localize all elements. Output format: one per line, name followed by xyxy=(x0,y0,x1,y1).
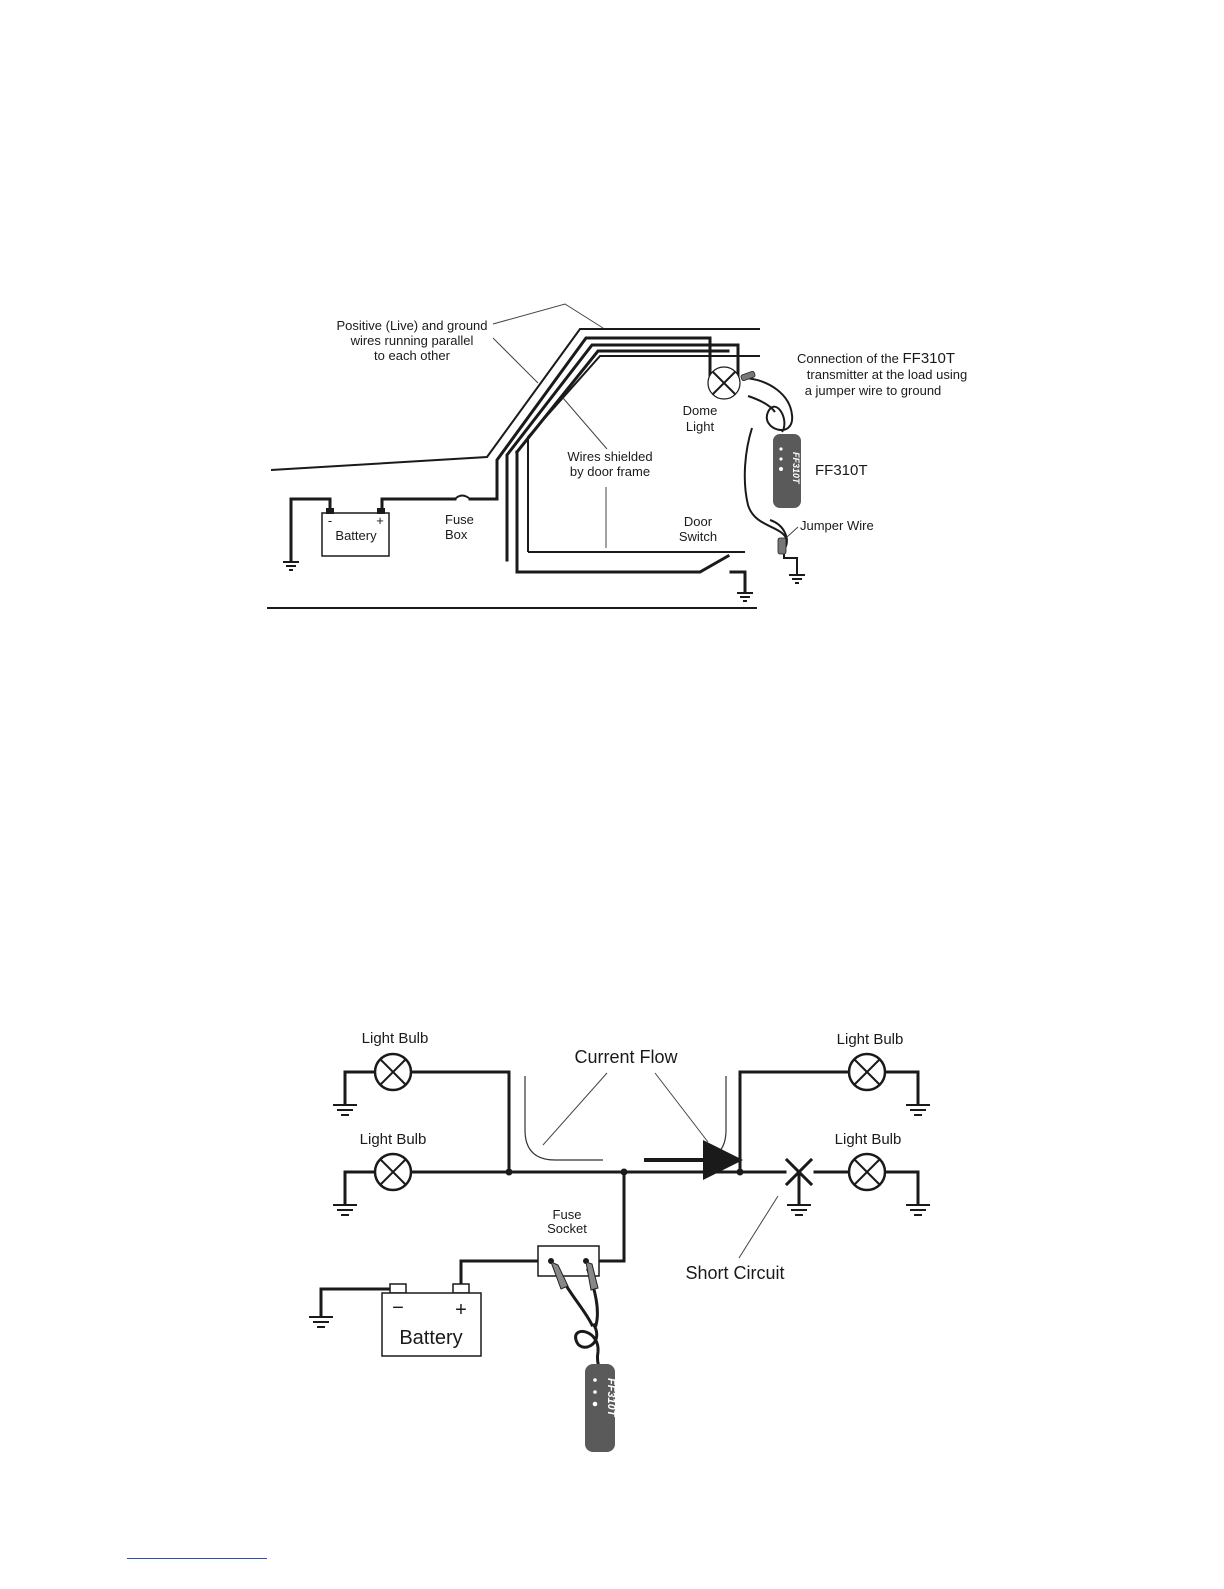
label-bulb-tr: Light Bulb xyxy=(837,1031,904,1048)
junction-dot-3 xyxy=(736,1168,744,1176)
leader-current-right xyxy=(654,1072,709,1143)
ground-symbol-jumper xyxy=(789,574,805,584)
light-bulb-mr-icon xyxy=(847,1152,887,1192)
label-door-line2: Switch xyxy=(679,529,717,544)
light-bulb-tr-icon xyxy=(847,1052,887,1092)
label-short-circuit: Short Circuit xyxy=(685,1263,784,1283)
alligator-clip-left xyxy=(550,1261,569,1290)
fuse-right-wire xyxy=(598,1170,626,1263)
battery-2-box xyxy=(381,1292,482,1357)
ff310t-device-2-icon: FF310T xyxy=(585,1364,617,1452)
device-label-small: FF310T xyxy=(791,452,801,485)
upper-right-branch xyxy=(738,1070,851,1174)
label-shielded-line2: by door frame xyxy=(570,464,650,479)
short-circuit-x-icon xyxy=(784,1157,814,1206)
battery-label: Battery xyxy=(335,528,377,543)
label-dome-line1: Dome xyxy=(683,403,718,418)
battery-2-terminal-plus xyxy=(452,1283,470,1294)
fuse-left-wire xyxy=(459,1259,540,1291)
label-parallel-line3: to each other xyxy=(374,348,451,363)
ground-symbol-ml xyxy=(333,1204,357,1216)
jumper-wire xyxy=(743,377,798,574)
battery-2-minus-label: − xyxy=(392,1297,404,1319)
short-circuit-diagram: FF310T − + Battery Light Bulb Light Bulb… xyxy=(309,1030,930,1452)
car-roof-outline xyxy=(270,328,760,471)
light-bulb-tl-icon xyxy=(373,1052,413,1092)
leader-jumper xyxy=(786,526,799,538)
battery-terminal-plus xyxy=(377,508,385,514)
label-parallel-line1: Positive (Live) and ground xyxy=(336,318,487,333)
label-bulb-ml: Light Bulb xyxy=(360,1131,427,1148)
dome-light-wiring-diagram: - + Battery xyxy=(267,303,967,609)
leader-parallel-1 xyxy=(492,303,604,329)
label-bulb-tl: Light Bulb xyxy=(362,1030,429,1047)
leader-current-left xyxy=(542,1072,608,1146)
light-bulb-ml-icon xyxy=(373,1152,413,1192)
battery-2-terminal-minus xyxy=(389,1283,407,1294)
label-fuse-socket-line2: Socket xyxy=(547,1221,587,1236)
label-device: FF310T xyxy=(815,462,868,479)
label-dome-line2: Light xyxy=(686,419,715,434)
label-connection-line2: transmitter at the load using xyxy=(807,367,967,382)
door-switch-contact xyxy=(729,570,747,594)
label-parallel-line2: wires running parallel xyxy=(350,333,474,348)
label-jumper: Jumper Wire xyxy=(800,518,874,533)
bulb-ml-ground-wire xyxy=(343,1170,377,1206)
current-flow-right-curve xyxy=(695,1076,727,1161)
ff310t-device-icon: FF310T xyxy=(773,434,801,508)
label-current-flow: Current Flow xyxy=(574,1047,678,1067)
leader-parallel-2 xyxy=(492,337,539,384)
bulb-mr-ground-wire xyxy=(883,1170,920,1206)
alligator-clip-dome xyxy=(740,370,756,382)
ground-wire-1 xyxy=(505,343,740,562)
junction-dot-2 xyxy=(620,1168,628,1176)
leader-shielded xyxy=(562,397,608,450)
footer-link-underline[interactable] xyxy=(127,1558,267,1559)
dome-light-icon xyxy=(707,366,741,400)
label-bulb-mr: Light Bulb xyxy=(835,1131,902,1148)
label-fuse-socket-line1: Fuse xyxy=(553,1207,582,1222)
ground-symbol-short xyxy=(787,1204,811,1216)
battery-2-plus-label: + xyxy=(455,1299,467,1321)
junction-dot-1 xyxy=(505,1168,513,1176)
label-fuse-line2: Box xyxy=(445,527,468,542)
bulb-tr-ground-wire xyxy=(883,1070,920,1106)
ground-wire-2 xyxy=(514,349,730,455)
label-connection-line3: a jumper wire to ground xyxy=(805,383,942,398)
battery-box xyxy=(321,512,390,557)
battery-plus-label: + xyxy=(376,513,384,528)
ground-symbol-mr xyxy=(906,1204,930,1216)
label-fuse-line1: Fuse xyxy=(445,512,474,527)
positive-wire xyxy=(380,336,712,514)
alligator-clip-right xyxy=(585,1261,599,1291)
alligator-clip-ground xyxy=(777,537,787,555)
ground-symbol-battery-2 xyxy=(309,1316,333,1328)
battery-2-ground-wire xyxy=(319,1287,400,1318)
battery-ground-wire xyxy=(289,497,332,562)
label-door-line1: Door xyxy=(684,514,713,529)
ground-symbol-tr xyxy=(906,1104,930,1116)
device-2-label: FF310T xyxy=(605,1378,617,1418)
battery-terminal-minus xyxy=(326,508,334,514)
upper-left-branch xyxy=(408,1070,511,1174)
battery-minus-label: - xyxy=(328,513,332,528)
battery-2-label: Battery xyxy=(399,1327,462,1349)
door-frame-inner xyxy=(527,355,760,552)
ground-symbol-door xyxy=(737,592,753,602)
ground-symbol-battery xyxy=(283,561,299,571)
door-switch-wire xyxy=(515,450,731,574)
current-flow-left-curve xyxy=(524,1076,603,1161)
bulb-tl-ground-wire xyxy=(343,1070,377,1106)
fuse-symbol xyxy=(454,494,471,500)
leader-short xyxy=(738,1195,779,1259)
label-connection-line1: Connection of the FF310T xyxy=(797,350,955,367)
label-shielded-line1: Wires shielded xyxy=(567,449,652,464)
ground-symbol-tl xyxy=(333,1104,357,1116)
